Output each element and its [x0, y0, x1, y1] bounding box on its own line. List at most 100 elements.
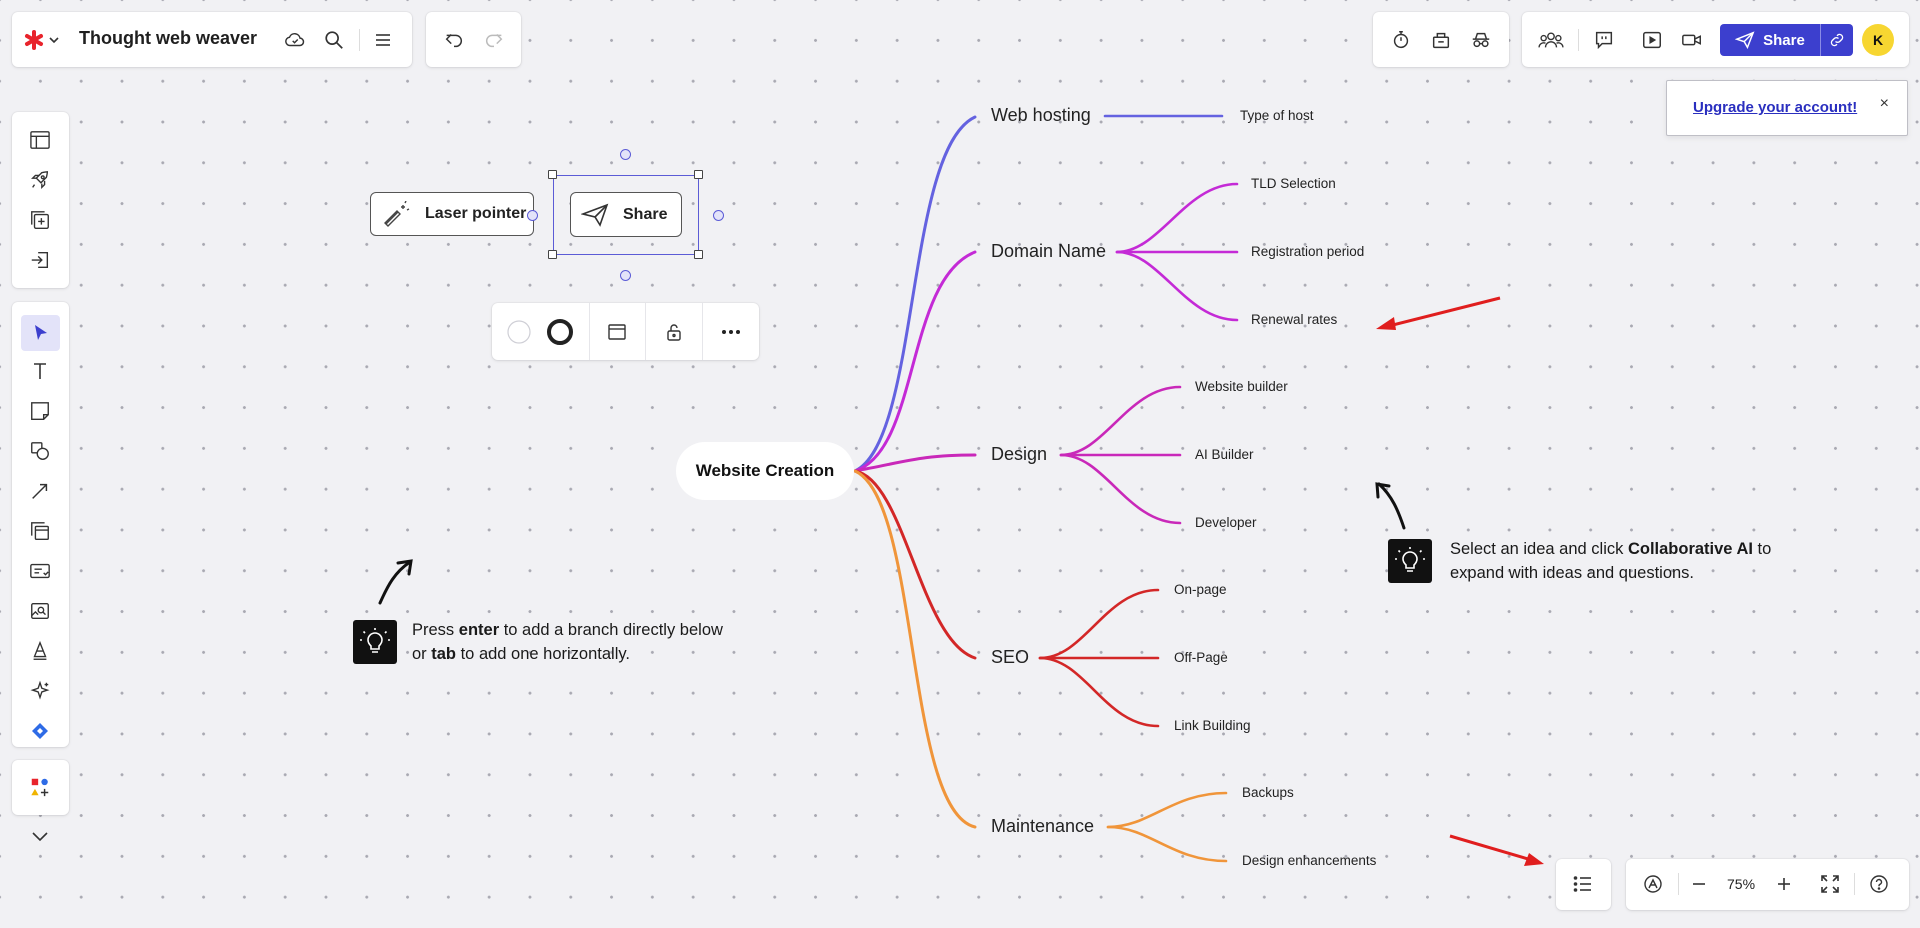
fill-color-icon[interactable]	[503, 316, 535, 348]
connector-line-icon[interactable]	[24, 475, 56, 507]
voting-icon[interactable]	[1425, 24, 1457, 56]
resize-handle-tl[interactable]	[548, 170, 557, 179]
selection-box	[553, 175, 699, 255]
frames-icon[interactable]	[24, 515, 56, 547]
import-icon[interactable]	[24, 244, 56, 276]
branch-domain-name[interactable]: Domain Name	[991, 241, 1107, 261]
collaborators-icon[interactable]	[1535, 24, 1567, 56]
shape-type-icon[interactable]	[601, 316, 633, 348]
shapes-icon[interactable]	[24, 435, 56, 467]
leaf-link-building[interactable]: Link Building	[1174, 718, 1251, 733]
leaf-tld-selection[interactable]: TLD Selection	[1251, 176, 1336, 191]
zoom-panel	[1626, 859, 1909, 910]
board-title[interactable]: Thought web weaver	[79, 28, 258, 48]
video-call-icon[interactable]	[1676, 24, 1708, 56]
resize-handle-tr[interactable]	[694, 170, 703, 179]
navigator-icon[interactable]	[1637, 868, 1669, 900]
redo-icon[interactable]	[478, 24, 510, 56]
more-options-icon[interactable]	[715, 316, 747, 348]
image-search-icon[interactable]	[24, 595, 56, 627]
share-button-label: Share	[1763, 31, 1805, 49]
undo-icon[interactable]	[438, 24, 470, 56]
pen-tool-icon[interactable]	[24, 635, 56, 667]
collaborative-ai-icon[interactable]	[24, 675, 56, 707]
branch-maintenance[interactable]: Maintenance	[991, 816, 1095, 836]
share-shape[interactable]: Share	[570, 192, 682, 237]
branch-seo[interactable]: SEO	[991, 647, 1030, 667]
zoom-out-icon[interactable]	[1683, 868, 1715, 900]
leaf-design-enhancements[interactable]: Design enhancements	[1242, 853, 1377, 868]
user-avatar[interactable]: K	[1862, 24, 1894, 56]
main-menu-icon[interactable]	[367, 24, 399, 56]
lightbulb-icon	[360, 628, 390, 653]
help-icon[interactable]	[1863, 868, 1895, 900]
cards-icon[interactable]	[24, 555, 56, 587]
leaf-website-builder[interactable]: Website builder	[1195, 379, 1288, 394]
copy-link-button[interactable]	[1820, 24, 1853, 56]
chevron-down-icon[interactable]	[24, 820, 56, 852]
fit-to-screen-icon[interactable]	[1814, 868, 1846, 900]
ctx-divider	[645, 303, 646, 360]
tip-lightbulb-left	[353, 620, 397, 664]
connector-handle[interactable]	[527, 210, 538, 221]
share-button[interactable]: Share	[1720, 24, 1820, 56]
zoom-in-icon[interactable]	[1768, 868, 1800, 900]
text-tool-icon[interactable]	[24, 355, 56, 387]
annotation-black-arrows	[378, 482, 1406, 605]
zoom-level[interactable]: 75%	[1727, 876, 1756, 892]
leaf-developer[interactable]: Developer	[1195, 515, 1257, 530]
close-icon[interactable]: ×	[1879, 95, 1889, 112]
connector-handle-top[interactable]	[620, 149, 631, 160]
header-divider	[359, 29, 360, 51]
branch-web-hosting[interactable]: Web hosting	[991, 105, 1091, 125]
leaf-renewal-rates[interactable]: Renewal rates	[1251, 312, 1338, 327]
presentation-icon[interactable]	[1636, 24, 1668, 56]
leaf-ai-builder[interactable]: AI Builder	[1195, 447, 1254, 462]
border-style-icon[interactable]	[544, 316, 576, 348]
add-frame-icon[interactable]	[24, 204, 56, 236]
leaf-type-of-host[interactable]: Type of host	[1240, 108, 1314, 123]
leaf-off-page[interactable]: Off-Page	[1174, 650, 1228, 665]
jira-integration-icon[interactable]	[24, 715, 56, 747]
tip-text-right: Select an idea and click Collaborative A…	[1450, 540, 1772, 582]
connector-handle-bottom[interactable]	[620, 270, 631, 281]
add-apps-icon[interactable]	[24, 771, 56, 803]
apps-panel	[12, 760, 69, 815]
resize-handle-br[interactable]	[694, 250, 703, 259]
leaf-backups[interactable]: Backups	[1242, 785, 1294, 800]
share-shape-label: Share	[623, 205, 668, 223]
asterisk-logo-icon	[25, 30, 59, 50]
leaf-registration-period[interactable]: Registration period	[1251, 244, 1365, 259]
ctx-divider	[702, 303, 703, 360]
tip-lightbulb-right	[1388, 539, 1432, 583]
branch-design[interactable]: Design	[991, 444, 1048, 464]
search-icon[interactable]	[318, 24, 350, 56]
select-tool-icon[interactable]	[21, 315, 60, 351]
cloud-sync-icon[interactable]	[279, 24, 311, 56]
rocket-icon[interactable]	[24, 164, 56, 196]
zoom-divider-2	[1854, 873, 1855, 895]
connector-handle-right[interactable]	[713, 210, 724, 221]
mindmap-root-node[interactable]: Website Creation	[676, 442, 854, 500]
timer-icon[interactable]	[1385, 24, 1417, 56]
lock-icon[interactable]	[658, 316, 690, 348]
private-mode-icon[interactable]	[1465, 24, 1497, 56]
leaf-on-page[interactable]: On-page	[1174, 582, 1227, 597]
laser-pointer-shape[interactable]: Laser pointer	[370, 192, 534, 236]
upgrade-banner: Upgrade your account! ×	[1666, 80, 1908, 136]
zoom-divider	[1678, 873, 1679, 895]
sticky-note-icon[interactable]	[24, 395, 56, 427]
ctx-divider	[589, 303, 590, 360]
send-icon	[1735, 31, 1755, 49]
templates-icon[interactable]	[24, 124, 56, 156]
board-header	[12, 12, 412, 67]
upgrade-link[interactable]: Upgrade your account!	[1693, 99, 1858, 116]
resize-handle-bl[interactable]	[548, 250, 557, 259]
app-logo-menu[interactable]	[22, 24, 66, 56]
link-icon	[1830, 33, 1844, 47]
laser-pointer-icon	[384, 201, 410, 227]
comments-icon[interactable]	[1588, 24, 1620, 56]
outline-list-icon[interactable]	[1567, 868, 1599, 900]
lightbulb-icon	[1395, 547, 1425, 572]
